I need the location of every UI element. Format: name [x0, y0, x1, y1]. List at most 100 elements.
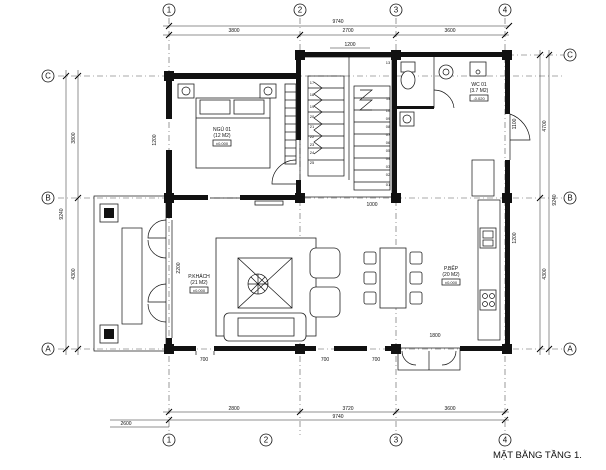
walls	[164, 50, 512, 354]
room-name-kitchen: P.BẾP	[444, 265, 459, 272]
dimension-labels: 9740 3800 2700 3600 1200 2800 3720 3600 …	[59, 19, 558, 427]
axis-top-4: 4	[503, 6, 508, 15]
stair-step-21: 21	[310, 124, 315, 129]
stair-step-06: 06	[386, 140, 391, 145]
dim-top-2: 2700	[342, 28, 353, 34]
nightstand	[177, 83, 195, 99]
stair-step-10: 10	[386, 108, 391, 113]
room-level-living: ±0.000	[193, 288, 206, 293]
kitchen: P.BẾP (20 M2) ±0.000	[363, 227, 497, 311]
room-level-kitchen: ±0.000	[445, 280, 458, 285]
floor-drain	[399, 111, 415, 127]
chair	[363, 251, 377, 265]
cooktop	[479, 289, 497, 311]
pillow	[199, 99, 231, 115]
dim-left-2: 4300	[71, 268, 77, 279]
toilet-tank	[400, 61, 416, 73]
room-area-kitchen: (20 M2)	[442, 272, 460, 278]
axis-right-b: B	[567, 194, 572, 203]
dim-right-2: 4300	[542, 268, 548, 279]
dim-opening-1: 700	[200, 357, 209, 363]
stair-step-03: 03	[386, 164, 391, 169]
axis-left-b: B	[45, 194, 50, 203]
dim-top-1: 3800	[228, 28, 239, 34]
axis-bottom-4: 4	[503, 436, 508, 445]
dimension-lines	[62, 22, 553, 428]
dim-right-1: 4700	[542, 120, 548, 131]
dim-opening-4: 1800	[429, 333, 440, 339]
dining-table	[379, 247, 407, 309]
pillow	[233, 99, 265, 115]
armchair	[309, 286, 341, 318]
room-area-living: (21 M2)	[190, 280, 208, 286]
south-entry	[195, 347, 461, 371]
dim-opening-7: 2200	[176, 262, 182, 273]
axis-top-1: 1	[167, 6, 172, 15]
stair-step-13: 13	[386, 60, 391, 65]
room-name-bedroom: NGỦ 01	[213, 126, 231, 133]
stair-step-24: 24	[310, 150, 315, 155]
staircase: 17 18 19 20 21 22 23 24 25 13 11 10 09 0…	[307, 60, 391, 191]
axis-bubbles: 1 2 3 4 1 2 3 4 C B A C B A	[41, 3, 577, 447]
sofa-cushion	[237, 317, 295, 337]
chair	[409, 271, 423, 285]
stair-step-19: 19	[310, 104, 315, 109]
plant-icon	[247, 273, 269, 295]
dim-bottom-total: 9740	[332, 414, 343, 420]
stair-step-08: 08	[386, 124, 391, 129]
dim-left-1: 3800	[71, 132, 77, 143]
axis-left-a: A	[45, 345, 51, 354]
room-name-wc: WC 01	[471, 82, 487, 88]
wc: WC 01 (3.7 M2) -0.020	[399, 61, 531, 160]
dim-top-total: 9740	[332, 19, 343, 25]
dim-bottom-3: 3600	[444, 406, 455, 412]
dim-opening-8: 1100	[512, 118, 518, 129]
axis-bottom-3: 3	[394, 436, 399, 445]
chair	[409, 291, 423, 305]
bedroom: NGỦ 01 (12 M2) ±0.000	[177, 83, 297, 199]
toilet	[400, 70, 416, 90]
room-level-wc: -0.020	[473, 96, 485, 101]
axis-bottom-1: 1	[167, 436, 172, 445]
axis-top-2: 2	[298, 6, 303, 15]
axis-right-a: A	[567, 345, 573, 354]
dim-bottom-2: 3720	[342, 406, 353, 412]
stair-step-17: 17	[310, 80, 315, 85]
stair-step-20: 20	[310, 114, 315, 119]
stair-step-22: 22	[310, 134, 315, 139]
shower	[469, 61, 487, 77]
tv-console	[254, 200, 284, 206]
chair	[363, 291, 377, 305]
stair-step-05: 05	[386, 148, 391, 153]
stair-step-09: 09	[386, 116, 391, 121]
room-level-bedroom: ±0.000	[216, 141, 229, 146]
drawing-title: MẶT BẰNG TẦNG 1.	[493, 450, 582, 461]
stair-step-23: 23	[310, 142, 315, 147]
stair-step-04: 04	[386, 156, 391, 161]
living-room: P.KHÁCH (21 M2) ±0.000	[188, 200, 341, 342]
dim-opening-9: 1200	[512, 232, 518, 243]
stair-step-01: 01	[386, 182, 391, 187]
dim-opening-3: 700	[372, 357, 381, 363]
interior-lines	[299, 56, 501, 341]
axis-bottom-2: 2	[264, 436, 269, 445]
dim-bottom-offset: 2600	[120, 421, 131, 427]
dim-stair-width: 1200	[344, 42, 355, 48]
stair-step-02: 02	[386, 172, 391, 177]
chair	[363, 271, 377, 285]
dim-bottom-1: 2800	[228, 406, 239, 412]
dim-top-3: 3600	[444, 28, 455, 34]
basin	[438, 64, 454, 80]
room-area-bedroom: (12 M2)	[213, 133, 231, 139]
stair-step-25: 25	[310, 160, 315, 165]
dim-left-total: 9240	[59, 208, 65, 219]
room-area-wc: (3.7 M2)	[470, 88, 489, 94]
chair	[409, 251, 423, 265]
axis-right-c: C	[567, 51, 573, 60]
dim-right-total: 9240	[552, 194, 558, 205]
armchair	[309, 247, 341, 279]
room-name-living: P.KHÁCH	[188, 273, 210, 280]
dim-opening-5: 1000	[366, 202, 377, 208]
nightstand	[259, 83, 277, 99]
